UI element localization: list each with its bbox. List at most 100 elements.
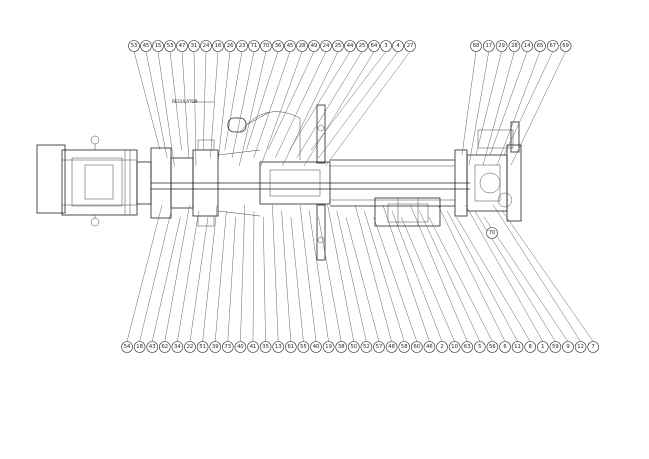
part-balloon [368,40,380,52]
leader-line [139,210,172,342]
part-balloon-number: 4 [396,43,400,49]
part-balloon-number: 31 [191,43,198,49]
part-balloon [511,341,524,353]
part-balloon [128,40,140,52]
part-balloon [398,341,411,353]
leader-line [246,51,279,151]
leader-line [496,51,541,166]
part-balloon-number: 46 [426,344,433,350]
leader-line [502,210,594,342]
leader-line [318,216,342,342]
leader-line [465,204,543,342]
leader-line [202,204,218,342]
part-balloon-number: 23 [239,43,246,49]
leader-line [364,210,405,342]
part-balloon-number: 57 [376,344,383,350]
part-balloon [272,40,284,52]
part-balloon-number: 65 [537,43,544,49]
part-balloon-number: 25 [335,43,342,49]
part-balloon [549,341,562,353]
leader-line [419,210,481,342]
leader-line [169,51,182,151]
part-balloon [373,341,385,353]
leader-line [456,216,531,342]
part-balloon [347,341,360,353]
part-balloon-number: 55 [300,344,307,350]
leader-line [428,216,493,342]
leader-line [252,210,255,342]
part-balloon [322,341,335,353]
part-balloon-number: 54 [124,344,131,350]
part-balloon-number: 53 [131,43,138,49]
part-balloon-number: 5 [478,344,481,350]
part-balloon-number: 63 [464,344,471,350]
part-balloon-number: 28 [511,43,518,49]
part-balloon [248,40,260,52]
part-balloon-number: 28 [299,43,306,49]
regulator-label: REGULATOR [172,99,198,104]
leader-line [181,51,190,159]
part-balloon [196,341,209,353]
leader-line [327,204,355,342]
leader-line [296,51,363,159]
part-balloon-number: 40 [313,344,320,350]
part-balloon [284,341,297,353]
leader-line [489,51,528,156]
part-balloon-number: 10 [451,344,458,350]
part-balloon-number: 7 [592,344,595,350]
part-balloon-number: 64 [371,43,378,49]
part-balloon-number: 19 [325,344,332,350]
leader-line [274,51,327,159]
part-balloon [521,40,534,52]
part-balloon-number: 58 [401,344,408,350]
leader-line [400,216,455,342]
leader-line [345,216,380,342]
part-balloon-number: 48 [388,344,395,350]
leader-line [447,210,518,342]
part-balloon [296,40,308,52]
leader-line [272,204,279,342]
part-balloon [272,341,285,353]
leader-line [145,51,168,159]
part-balloon-number: 35 [262,344,269,350]
part-balloon [546,40,559,52]
part-balloon [259,341,272,353]
part-balloon-number: 49 [311,43,318,49]
part-balloon [212,40,224,52]
leader-line [253,51,291,159]
leader-line [202,51,207,151]
part-balloon-number: 25 [359,43,366,49]
leader-line [133,51,161,151]
part-balloon [335,341,348,353]
part-balloon [171,341,184,353]
part-balloon-number: 67 [549,43,556,49]
leader-line [503,51,554,156]
part-balloon-number: 8 [529,344,532,350]
leader-line [262,216,266,342]
shaft-column [151,104,470,261]
part-balloon [404,40,416,52]
part-balloon [164,40,176,52]
leader-line [151,216,181,342]
part-balloon-number: 62 [161,344,168,350]
part-balloon [574,341,587,353]
leader-line [231,51,255,159]
part-balloon [308,40,320,52]
part-balloon [297,341,310,353]
part-balloon [188,40,200,52]
part-balloon-number: 70 [263,43,270,49]
part-balloon-number: 16 [215,43,222,49]
part-balloon-number: 50 [350,344,357,350]
part-balloon-number: 56 [489,344,496,350]
part-balloon-number: 60 [413,344,420,350]
part-balloon [385,341,398,353]
part-balloon-number: 38 [338,344,345,350]
part-balloon [159,341,171,353]
part-balloon [392,40,404,52]
part-balloon-number: 52 [363,344,370,350]
leader-line [210,51,219,159]
leader-line [311,51,387,151]
leader-line [238,51,267,167]
part-balloon [534,40,546,52]
